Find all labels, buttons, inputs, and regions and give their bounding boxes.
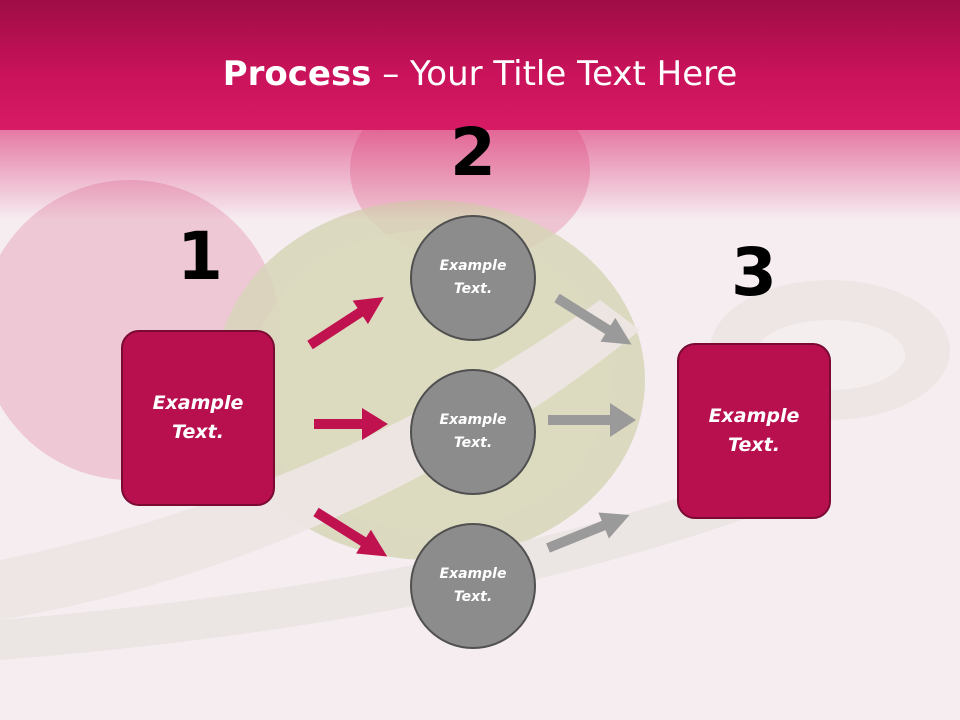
step-box-3-text: Example Text. <box>708 405 800 456</box>
arrow-bottom-to-step3 <box>546 512 630 553</box>
circle-bottom: Example Text. <box>410 523 536 649</box>
step-number-3: 3 <box>731 234 777 311</box>
step-box-3: Example Text. <box>677 343 831 519</box>
circle-bottom-text: Example Text. <box>439 566 507 605</box>
step-box-1-text: Example Text. <box>152 392 244 443</box>
circle-top: Example Text. <box>410 215 536 341</box>
circle-middle: Example Text. <box>410 369 536 495</box>
title-bold: Process <box>222 54 372 94</box>
arrow-middle-to-step3 <box>548 403 636 437</box>
title-rest: – Your Title Text Here <box>371 54 738 94</box>
step-number-1: 1 <box>177 218 223 295</box>
output-arrows <box>546 293 636 553</box>
step-box-1: Example Text. <box>121 330 275 506</box>
circle-top-text: Example Text. <box>439 258 507 297</box>
header-band <box>0 0 960 130</box>
input-arrows <box>307 297 388 557</box>
header-fade <box>0 130 960 220</box>
arrow-to-middle-circle <box>314 408 388 440</box>
arrow-top-to-step3 <box>554 293 632 345</box>
step-number-2: 2 <box>450 114 496 191</box>
arrow-to-top-circle <box>307 297 384 350</box>
slide-title: Process – Your Title Text Here <box>0 52 960 96</box>
circle-middle-text: Example Text. <box>439 412 507 451</box>
arrow-to-bottom-circle <box>313 507 388 557</box>
